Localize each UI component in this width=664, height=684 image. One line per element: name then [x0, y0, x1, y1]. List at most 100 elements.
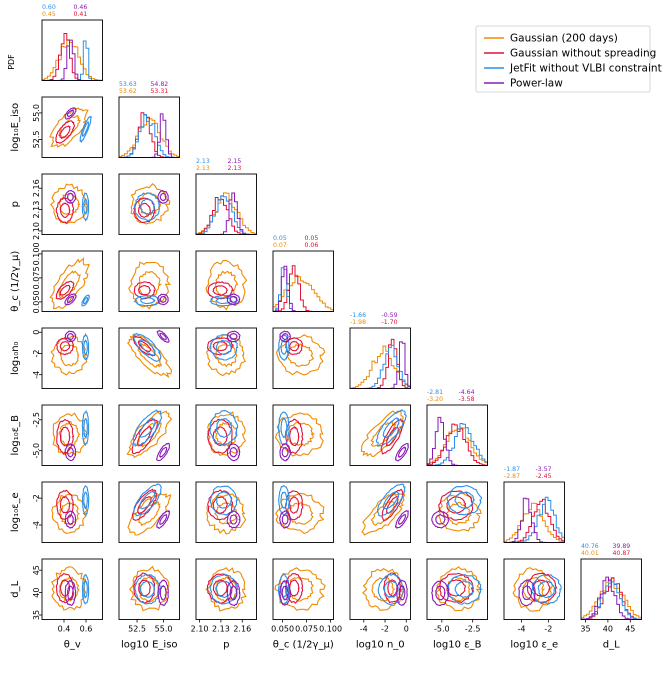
panel-frame	[195, 173, 257, 235]
contour-jetfit-eb-thc-1	[280, 417, 288, 439]
contour-powerlaw-ee-p-0	[226, 510, 241, 529]
ylabel-n0: log₁₀n₀	[10, 341, 21, 375]
contour-gauss200-ee-eb-0	[438, 492, 482, 532]
panel-eb-p	[195, 404, 257, 466]
contour-powerlaw-n0-p-0	[226, 330, 241, 343]
contour-powerlaw-dl-eb-0	[431, 580, 450, 607]
contour-gauss_nospread-dl-eb-1	[446, 579, 466, 597]
contour-gauss_nospread-eb-thv-1	[59, 426, 71, 447]
panel-thc-eiso	[118, 250, 180, 312]
panel-frame	[426, 558, 488, 620]
contour-powerlaw-n0-eiso-0	[156, 329, 170, 343]
contour-jetfit-n0-thv-1	[83, 339, 88, 356]
xtick-label: -2	[381, 625, 389, 634]
contour-gauss200-eb-eiso-0	[126, 410, 173, 459]
contour-gauss200-thc-p-1	[214, 270, 239, 298]
contour-powerlaw-n0-eiso-1	[159, 332, 167, 341]
hist-powerlaw-ee	[504, 497, 565, 543]
stat-powerlaw-thc: 0.05	[305, 235, 319, 242]
contour-gauss_nospread-n0-eiso-1	[137, 340, 151, 353]
contour-powerlaw-n0-thv-1	[66, 332, 75, 340]
panel-frame	[272, 481, 334, 543]
stat-jetfit-ee: -1.87	[504, 466, 520, 473]
contour-jetfit-dl-eiso-1	[139, 580, 155, 598]
ytick-label: 2.16	[32, 179, 41, 197]
panel-ee-ee: -1.87-2.87-3.57-2.45	[503, 466, 565, 543]
contour-jetfit-n0-p-1	[215, 340, 232, 355]
contour-gauss200-n0-thv-1	[59, 344, 80, 367]
panel-frame	[426, 404, 488, 466]
contour-powerlaw-eb-n0-1	[397, 446, 407, 459]
contour-jetfit-p-thv-1	[83, 198, 88, 215]
contour-jetfit-eb-thv-0	[81, 409, 90, 446]
contour-jetfit-p-eiso-0	[133, 192, 161, 222]
ytick-label: 0.050	[32, 290, 41, 313]
ytick-label: 0	[32, 330, 41, 335]
hist-gauss_nospread-n0	[350, 338, 411, 389]
contour-powerlaw-eb-thc-0	[279, 443, 291, 462]
contour-gauss200-dl-thv-0	[50, 566, 87, 611]
panel-ee-eb	[426, 481, 488, 543]
contour-gauss200-ee-thv-0	[51, 493, 88, 534]
contour-jetfit-p-eiso-1	[140, 198, 156, 215]
contour-powerlaw-dl-thv-0	[64, 578, 77, 607]
contour-powerlaw-dl-n0-1	[398, 585, 406, 601]
contour-gauss_nospread-eiso-thv-0	[55, 120, 76, 144]
stat-powerlaw-thv: 0.46	[74, 4, 88, 11]
xtick-label: 35	[580, 625, 590, 634]
contour-gauss200-n0-eiso-0	[127, 333, 172, 379]
panel-frame	[195, 558, 257, 620]
hist-jetfit-eiso	[119, 114, 180, 158]
xtick-label: 0.050	[271, 625, 294, 634]
ytick-label: 2.10	[32, 222, 41, 240]
panel-eb-thc	[272, 404, 334, 466]
contour-jetfit-thc-thv-0	[81, 294, 90, 307]
contour-jetfit-eb-n0-0	[375, 409, 407, 447]
contour-powerlaw-thc-p-0	[226, 293, 241, 306]
contour-gauss200-dl-eiso-1	[138, 576, 162, 603]
ytick-label: 40	[32, 588, 41, 598]
contour-powerlaw-ee-eiso-0	[156, 509, 171, 529]
xtick-label: 0.6	[80, 625, 93, 634]
stat-gauss_nospread-thv: 0.41	[74, 11, 88, 18]
xlabel-eb: log10 ε_B	[433, 640, 482, 651]
contour-gauss200-dl-thc-0	[274, 567, 326, 611]
xlabel-p: p	[223, 640, 229, 651]
panel-frame	[195, 327, 257, 389]
contour-gauss_nospread-thc-p-1	[212, 285, 229, 296]
panel-p-eiso	[118, 173, 180, 235]
stat-gauss_nospread-n0: -1.70	[382, 319, 398, 326]
stat-gauss200-n0: -1.98	[350, 319, 366, 326]
contour-jetfit-eb-p-0	[209, 410, 239, 447]
contour-jetfit-ee-p-1	[215, 491, 232, 509]
panel-frame	[41, 173, 103, 235]
contour-powerlaw-n0-thv-0	[64, 330, 77, 343]
contour-gauss_nospread-ee-eiso-1	[137, 496, 152, 515]
hist-gauss200-ee	[503, 502, 565, 543]
hist-gauss_nospread-thc	[273, 265, 334, 312]
contour-jetfit-thc-eiso-1	[139, 297, 156, 305]
contour-jetfit-eb-eiso-1	[138, 417, 156, 438]
contour-powerlaw-eiso-thv-1	[66, 109, 75, 117]
xtick-label: 2.16	[233, 625, 251, 634]
contour-gauss_nospread-eb-eiso-0	[131, 418, 158, 455]
panel-thc-p	[195, 250, 257, 312]
contour-gauss200-thc-eiso-0	[128, 261, 171, 310]
contour-powerlaw-thc-thv-1	[66, 295, 75, 304]
contour-gauss_nospread-eb-p-1	[212, 426, 228, 447]
panel-frame	[349, 481, 411, 543]
hist-gauss200-p	[195, 192, 257, 235]
panel-thv-thv: 0.600.450.460.41	[41, 4, 103, 81]
stat-gauss_nospread-eb: -3.58	[459, 396, 475, 403]
contour-powerlaw-eiso-thv-0	[64, 107, 77, 120]
contour-powerlaw-p-thv-1	[67, 192, 75, 201]
contour-gauss200-n0-thc-1	[286, 343, 315, 367]
contour-powerlaw-dl-ee-0	[518, 580, 536, 607]
legend-label-gauss_nospread: Gaussian without spreading	[510, 48, 656, 60]
stat-powerlaw-eb: -4.64	[459, 389, 475, 396]
contour-gauss_nospread-dl-ee-0	[526, 572, 558, 603]
contour-gauss_nospread-eb-n0-1	[385, 426, 399, 447]
contour-gauss_nospread-eb-p-0	[207, 418, 233, 454]
ytick-label: -2	[32, 494, 41, 502]
